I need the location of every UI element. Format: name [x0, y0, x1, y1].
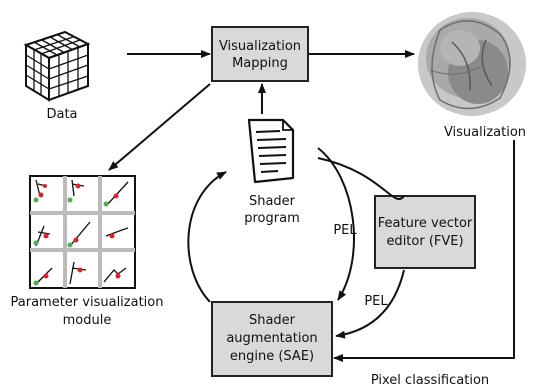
- arrow-sae-to-shader: [187, 171, 227, 303]
- shader-document-icon: [247, 118, 295, 184]
- pel-label-upper: PEL: [333, 223, 357, 238]
- pvm-label-line2: module: [63, 313, 112, 328]
- shader-label-line1: Shader: [249, 194, 296, 209]
- data-label: Data: [46, 107, 77, 122]
- shader-label-line2: program: [244, 211, 300, 226]
- fve-label-line2: editor (FVE): [386, 234, 463, 249]
- shader-augmentation-engine-box: Shader augmentation engine (SAE): [211, 301, 333, 377]
- volume-render-image: [418, 12, 526, 116]
- visualization-mapping-box: Visualization Mapping: [211, 26, 309, 82]
- sae-label-line2: augmentation: [226, 331, 317, 346]
- feature-vector-editor-box: Feature vector editor (FVE): [374, 195, 476, 269]
- pel-label-lower: PEL: [364, 294, 388, 309]
- sae-label-line3: engine (SAE): [230, 349, 314, 364]
- arrow-visualization-to-sae: [333, 140, 515, 362]
- mapping-label-line2: Mapping: [232, 56, 288, 71]
- pixel-classification-label: Pixel classification: [371, 373, 489, 388]
- visualization-label: Visualization: [444, 125, 526, 140]
- fve-label-line1: Feature vector: [378, 216, 473, 231]
- parameter-visualization-grid: [29, 175, 136, 289]
- pvm-label-line1: Parameter visualization: [11, 295, 164, 310]
- sae-label-line1: Shader: [249, 313, 296, 328]
- arrow-mapping-to-parameter-module: [108, 83, 211, 171]
- data-cube-icon: [23, 30, 91, 102]
- arrow-fve-to-sae-pel: [335, 269, 405, 339]
- arrow-shader-to-fve: [317, 157, 405, 200]
- mapping-label-line1: Visualization: [219, 39, 301, 54]
